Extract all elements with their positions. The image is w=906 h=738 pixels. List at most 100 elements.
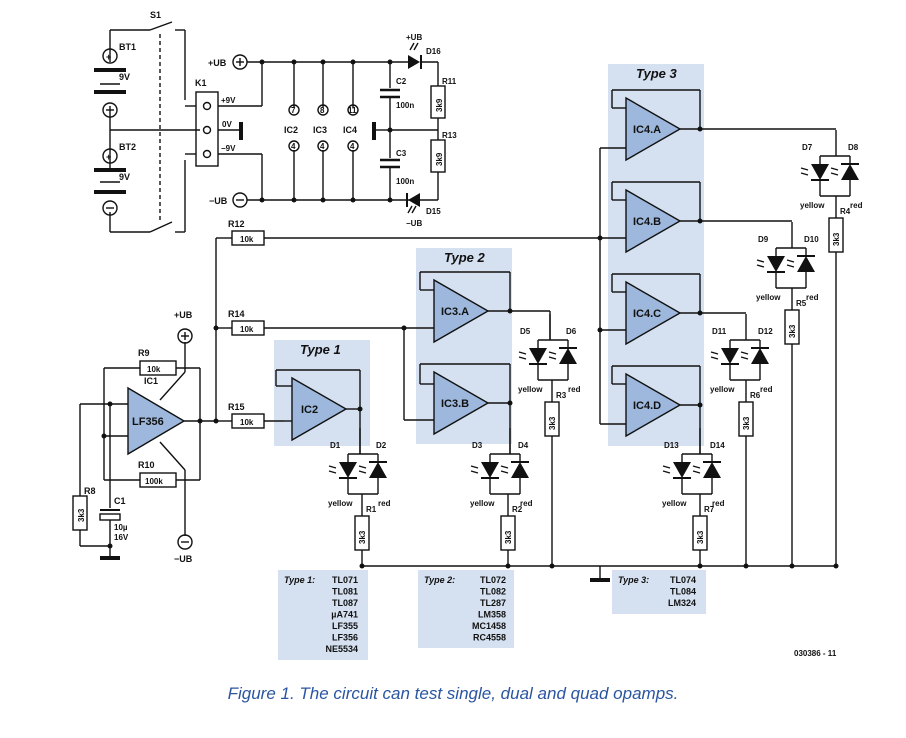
bt2-label: BT2 (119, 142, 136, 152)
type3-list-item: TL084 (670, 587, 696, 597)
led-yellow-label: yellow (328, 499, 353, 508)
led-red-label: red (712, 499, 725, 508)
ic4-pin11: 11 (348, 106, 357, 115)
ground-bus (362, 565, 836, 582)
type2-list-title: Type 2: (424, 575, 455, 585)
type2-list-item: RC4558 (473, 633, 506, 643)
led-yellow-label: yellow (470, 499, 495, 508)
ic4b-label: IC4.B (633, 216, 661, 228)
ic1-mub-label: −UB (174, 554, 193, 564)
r15-label: R15 (228, 402, 245, 412)
battery-section: + + (94, 29, 200, 233)
type-lists: TL071TL081TL087µA741LF355LF356NE5534TL07… (325, 575, 696, 654)
c3-label: C3 (396, 149, 407, 158)
switch-s1 (149, 21, 186, 233)
led-red-label: red (806, 293, 819, 302)
resistor-r7-value: 3k3 (696, 530, 705, 544)
led-d5-label: D5 (520, 327, 531, 336)
resistor-r5-label: R5 (796, 299, 807, 308)
d16-ub-label: +UB (406, 33, 422, 42)
ic4a-label: IC4.A (633, 124, 661, 136)
svg-text:+: + (106, 152, 111, 162)
resistor-r2-value: 3k3 (504, 530, 513, 544)
ic4-power-label: IC4 (343, 125, 357, 135)
type1-list-item: µA741 (331, 610, 358, 620)
r8-label: R8 (84, 486, 96, 496)
ub-minus-label: −UB (209, 196, 228, 206)
led-yellow-label: yellow (756, 293, 781, 302)
c1-voltage: 16V (114, 533, 129, 542)
resistor-r6-value: 3k3 (742, 416, 751, 430)
led-yellow-label: yellow (518, 385, 543, 394)
resistor-r3-value: 3k3 (548, 416, 557, 430)
ic3-pin4: 4 (320, 142, 325, 151)
connector-k1 (185, 91, 262, 167)
r9-value: 10k (147, 365, 161, 374)
led-red-label: red (760, 385, 773, 394)
led-red-label: red (378, 499, 391, 508)
resistor-r2-label: R2 (512, 505, 523, 514)
type3-list-panel (612, 570, 706, 614)
ic1-label: IC1 (144, 376, 158, 386)
type1-list-panel (278, 570, 368, 660)
resistor-r6-label: R6 (750, 391, 761, 400)
led-d12-label: D12 (758, 327, 773, 336)
resistor-r7-label: R7 (704, 505, 715, 514)
r10-value: 100k (145, 477, 163, 486)
opamp-ic4 (597, 89, 836, 454)
k1-plus9v: +9V (221, 96, 236, 105)
c1-value: 10µ (114, 523, 128, 532)
c1-label: C1 (114, 496, 126, 506)
r12-label: R12 (228, 219, 245, 229)
r11-value: 3k9 (435, 98, 444, 112)
ic2-pin7: 7 (291, 106, 296, 115)
feed-resistors (213, 230, 600, 429)
type2-list-item: LM358 (478, 610, 506, 620)
led-red-label: red (520, 499, 533, 508)
type1-panel (274, 340, 370, 446)
resistor-r4-label: R4 (840, 207, 851, 216)
resistor-r1-label: R1 (366, 505, 377, 514)
type1-list-item: TL081 (332, 587, 358, 597)
type1-list-item: TL087 (332, 598, 358, 608)
r13-label: R13 (442, 131, 457, 140)
ic4c-label: IC4.C (633, 308, 661, 320)
c2-value: 100n (396, 101, 414, 110)
led-red-label: red (568, 385, 581, 394)
ic2-power-label: IC2 (284, 125, 298, 135)
type2-title: Type 2 (444, 250, 485, 265)
type1-list-item: TL071 (332, 575, 358, 585)
d16-label: D16 (426, 47, 441, 56)
ub-plus-label: +UB (208, 58, 227, 68)
bt2-voltage: 9V (119, 172, 130, 182)
type3-list-item: LM324 (668, 598, 696, 608)
led-d8-label: D8 (848, 143, 859, 152)
supply-rails (232, 54, 410, 208)
figure-caption: Figure 1. The circuit can test single, d… (227, 684, 679, 703)
r10-label: R10 (138, 460, 155, 470)
figure-code: 030386 - 11 (794, 649, 837, 658)
bt1-label: BT1 (119, 42, 136, 52)
type2-list-item: MC1458 (472, 621, 506, 631)
c2-label: C2 (396, 77, 407, 86)
type3-title: Type 3 (636, 66, 677, 81)
ic1-part: LF356 (132, 416, 164, 428)
r14-label: R14 (228, 309, 245, 319)
led-d1-label: D1 (330, 441, 341, 450)
ic4-pin4: 4 (350, 142, 355, 151)
ic3-power-label: IC3 (313, 125, 327, 135)
type2-list-item: TL287 (480, 598, 506, 608)
r14-value: 10k (240, 325, 254, 334)
ic3-pin8: 8 (320, 106, 325, 115)
ic3a-label: IC3.A (441, 306, 469, 318)
r8-value: 3k3 (77, 508, 86, 522)
r12-value: 10k (240, 235, 254, 244)
k1-0v: 0V (222, 120, 232, 129)
type2-list-panel (418, 570, 514, 648)
resistor-r5-value: 3k3 (788, 324, 797, 338)
type1-list-item: NE5534 (325, 644, 358, 654)
type1-list-item: LF355 (332, 621, 358, 631)
led-yellow-label: yellow (662, 499, 687, 508)
